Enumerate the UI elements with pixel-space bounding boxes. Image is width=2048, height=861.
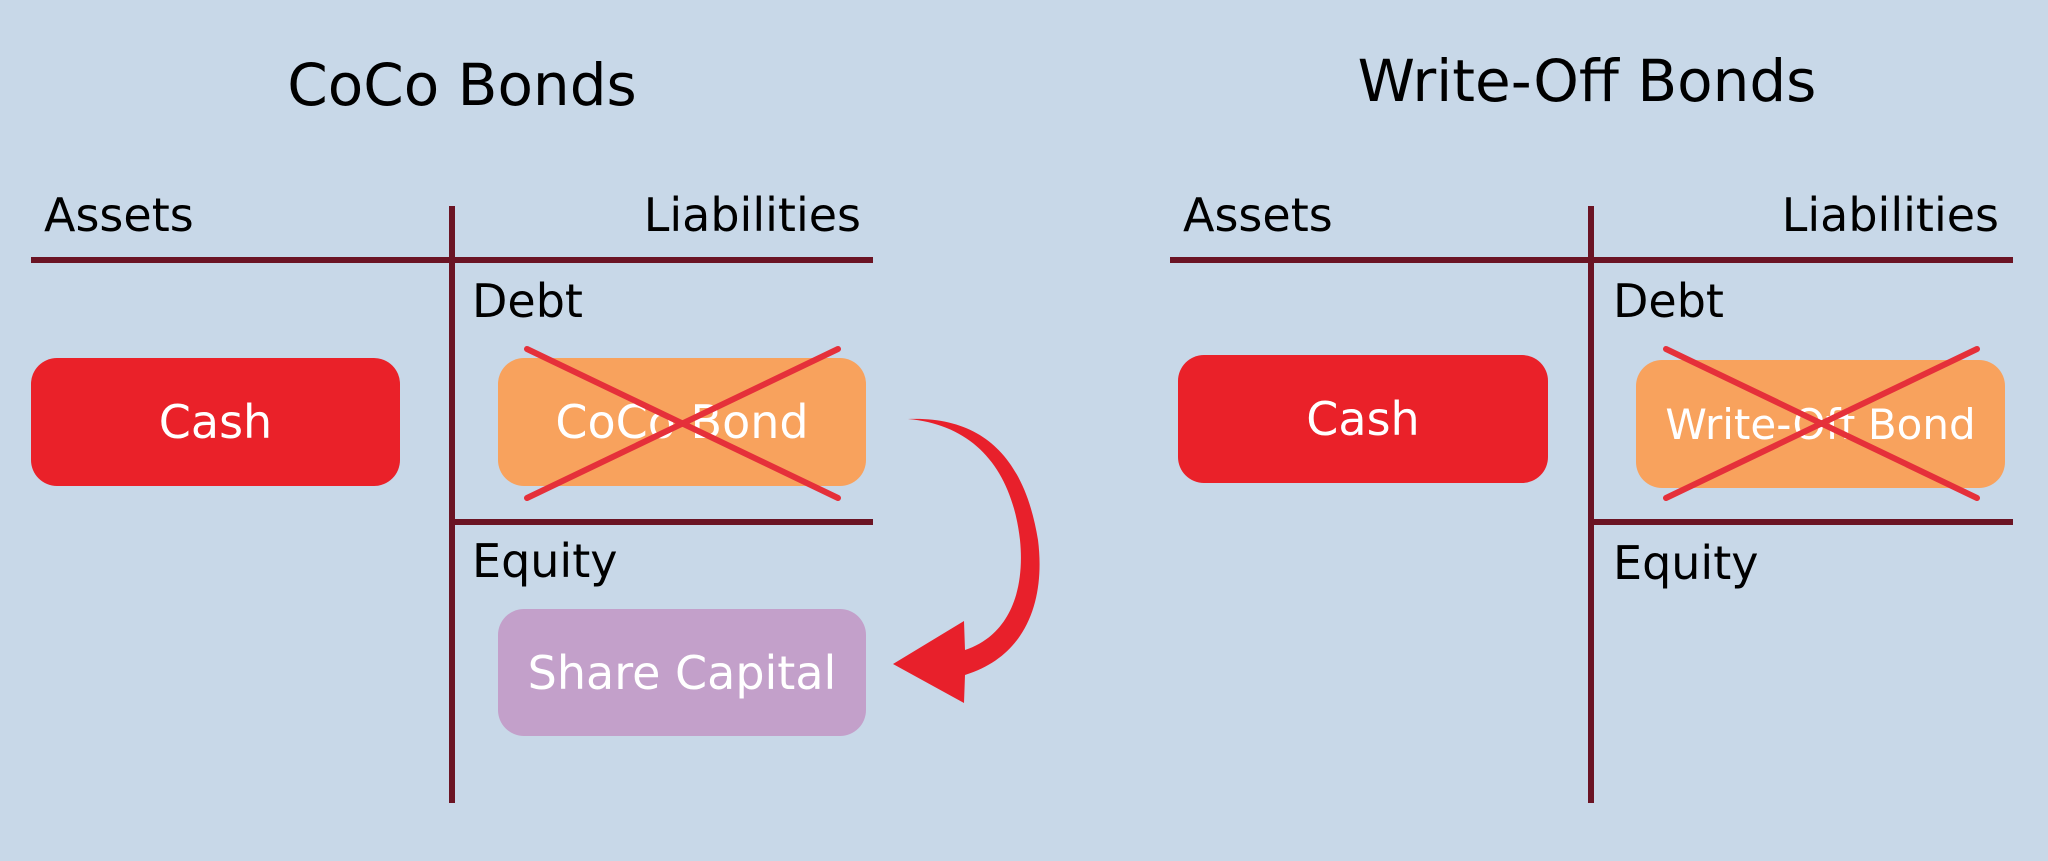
coco-assets-label: Assets: [44, 188, 194, 242]
coco-equity-divider: [452, 519, 873, 525]
writeoff-vertical-ledger-line: [1588, 206, 1594, 803]
share-capital-label: Share Capital: [527, 645, 837, 700]
share-capital-box: Share Capital: [498, 609, 866, 736]
coco-bond-cross-icon: [524, 346, 841, 501]
coco-equity-label: Equity: [472, 534, 618, 588]
writeoff-assets-label: Assets: [1183, 188, 1333, 242]
coco-cash-label: Cash: [158, 395, 273, 449]
coco-liabilities-label: Liabilities: [643, 188, 861, 242]
writeoff-bond-cross-icon: [1663, 346, 1980, 501]
writeoff-title: Write-Off Bonds: [1357, 47, 1817, 115]
writeoff-liabilities-label: Liabilities: [1781, 188, 1999, 242]
writeoff-cash-label: Cash: [1306, 392, 1420, 446]
writeoff-equity-label: Equity: [1613, 536, 1759, 590]
coco-title: CoCo Bonds: [287, 51, 637, 119]
writeoff-equity-divider: [1591, 519, 2013, 525]
coco-vertical-ledger-line: [449, 206, 455, 803]
coco-cash-box: Cash: [31, 358, 400, 486]
coco-debt-label: Debt: [472, 274, 583, 328]
writeoff-cash-box: Cash: [1178, 355, 1548, 483]
writeoff-debt-label: Debt: [1613, 274, 1724, 328]
